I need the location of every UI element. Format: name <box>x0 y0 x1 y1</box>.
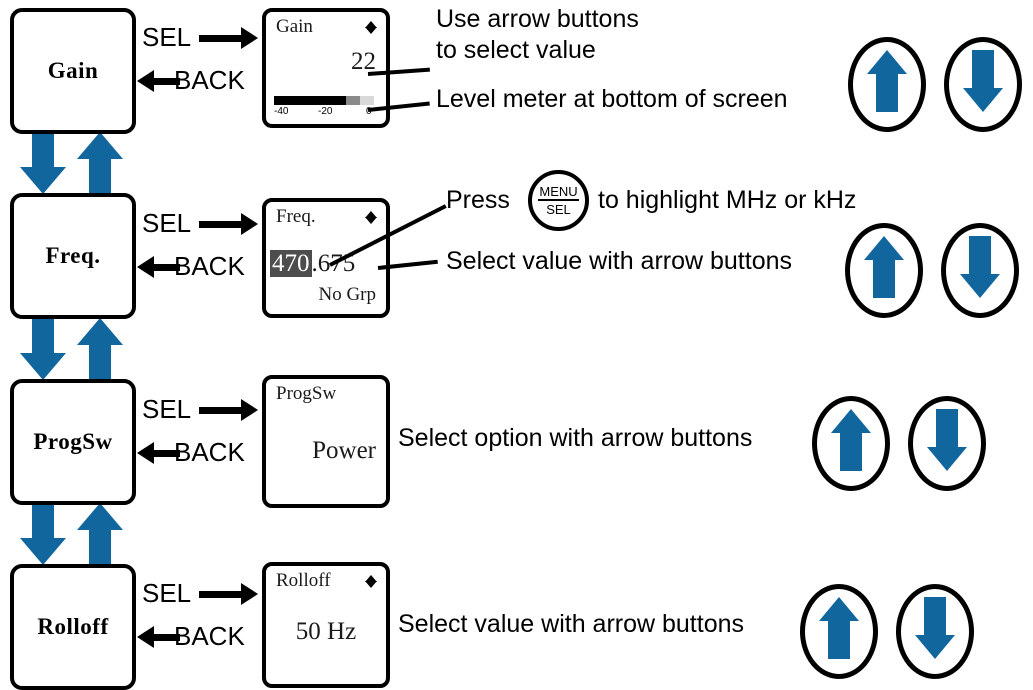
annotation-freq-menusel: Press <box>446 185 510 216</box>
screen-freq-value-highlighted: 470 <box>270 250 312 277</box>
screen-freq-header: Freq. <box>276 206 378 228</box>
level-meter: -40 -20 0 <box>274 96 374 120</box>
back-arrow-shaft-gain <box>154 78 180 85</box>
menu-item-rolloff[interactable]: Rolloff <box>10 564 136 690</box>
menu-item-gain[interactable]: Gain <box>10 8 136 134</box>
screen-freq-title: Freq. <box>276 206 316 227</box>
sel-arrow-head-rolloff <box>241 583 258 605</box>
annotation-freq-arrows-line1: Select value with arrow buttons <box>446 247 793 275</box>
screen-gain-header: Gain <box>276 16 378 38</box>
up-arrow-button-rolloff[interactable] <box>800 584 878 679</box>
annotation-rolloff-line1: Select value with arrow buttons <box>398 610 745 638</box>
up-arrow-button-progsw[interactable] <box>812 396 890 491</box>
level-meter-tick-1: -20 <box>318 106 333 117</box>
screen-rolloff: Rolloff 50 Hz <box>262 562 390 688</box>
annotation-gain-meter-line1: Level meter at bottom of screen <box>436 85 788 113</box>
menu-item-freq[interactable]: Freq. <box>10 193 136 319</box>
annotation-gain-arrows-line1: Use arrow buttons <box>436 5 639 33</box>
screen-progsw-title: ProgSw <box>276 383 337 404</box>
screen-gain-title: Gain <box>276 16 313 37</box>
menu-sel-button-line1: MENU <box>538 183 579 201</box>
screen-gain-value: 22 <box>351 48 376 75</box>
sel-arrow-head-gain <box>241 27 258 49</box>
transition-progsw: SEL BACK <box>137 394 260 474</box>
sel-arrow-shaft-freq <box>199 221 243 228</box>
back-arrow-shaft-rolloff <box>154 634 180 641</box>
screen-rolloff-value: 50 Hz <box>295 618 357 645</box>
annotation-gain-meter: Level meter at bottom of screen <box>436 84 788 115</box>
level-meter-scale: -40 -20 0 <box>274 106 374 120</box>
sel-arrow-shaft-gain <box>199 35 243 42</box>
transition-gain: SEL BACK <box>137 22 260 102</box>
back-arrow-head-gain <box>137 70 154 92</box>
annotation-progsw: Select option with arrow buttons <box>398 423 752 454</box>
menu-item-freq-label: Freq. <box>45 243 101 268</box>
screen-rolloff-header: Rolloff <box>276 570 378 592</box>
back-arrow-shaft-progsw <box>154 450 180 457</box>
back-arrow-head-rolloff <box>137 626 154 648</box>
screen-gain: Gain 22 -40 -20 0 <box>262 8 390 128</box>
screen-freq-value: 470.675 <box>270 250 386 278</box>
annotation-progsw-line1: Select option with arrow buttons <box>398 424 753 452</box>
back-label-progsw: BACK <box>174 437 245 467</box>
down-arrow-button-freq[interactable] <box>941 223 1019 318</box>
connector-arrow-up-freq-gain <box>77 132 123 194</box>
transition-freq: SEL BACK <box>137 208 260 288</box>
menu-item-rolloff-label: Rolloff <box>37 614 109 639</box>
back-arrow-head-progsw <box>137 442 154 464</box>
down-arrow-button-progsw[interactable] <box>908 396 986 491</box>
annotation-gain-arrows: Use arrow buttons to select value <box>436 4 639 67</box>
annotation-freq-press-suffix: to highlight MHz or kHz <box>598 185 856 216</box>
back-label-gain: BACK <box>174 65 245 95</box>
menu-item-gain-label: Gain <box>47 58 99 83</box>
back-arrow-head-freq <box>137 256 154 278</box>
screen-progsw-value: Power <box>312 437 376 464</box>
up-arrow-button-gain[interactable] <box>848 37 926 132</box>
connector-arrow-up-rolloff-progsw <box>77 503 123 565</box>
sel-label-progsw: SEL <box>142 394 192 424</box>
sel-arrow-shaft-progsw <box>199 407 243 414</box>
connector-arrow-down-gain-freq <box>20 132 66 194</box>
up-arrow-button-freq[interactable] <box>845 223 923 318</box>
menu-sel-button-line2: SEL <box>546 201 571 217</box>
screen-progsw: ProgSw Power <box>262 375 390 508</box>
level-meter-bar <box>274 96 374 105</box>
down-arrow-button-rolloff[interactable] <box>896 584 974 679</box>
menu-sel-button-icon[interactable]: MENU SEL <box>528 170 589 231</box>
annotation-gain-arrows-line2: to select value <box>436 36 596 65</box>
up-down-diamond-icon <box>365 210 378 224</box>
connector-arrow-up-progsw-freq <box>77 318 123 380</box>
transition-rolloff: SEL BACK <box>137 578 260 658</box>
sel-label-rolloff: SEL <box>142 578 192 608</box>
down-arrow-button-gain[interactable] <box>944 37 1022 132</box>
menu-item-progsw-label: ProgSw <box>33 429 113 454</box>
level-meter-fill <box>274 96 346 105</box>
back-arrow-shaft-freq <box>154 264 180 271</box>
up-down-diamond-icon <box>365 20 378 34</box>
screen-rolloff-title: Rolloff <box>276 570 331 591</box>
screen-progsw-header: ProgSw <box>276 383 378 405</box>
back-label-rolloff: BACK <box>174 621 245 651</box>
up-down-diamond-icon <box>365 574 378 588</box>
menu-item-progsw[interactable]: ProgSw <box>10 379 136 505</box>
connector-arrow-down-freq-progsw <box>20 318 66 380</box>
annotation-freq-press-prefix: Press <box>446 186 510 214</box>
sel-label-gain: SEL <box>142 22 192 52</box>
sel-arrow-head-progsw <box>241 399 258 421</box>
screen-freq-sub: No Grp <box>318 284 376 305</box>
annotation-freq-press-suffix-text: to highlight MHz or kHz <box>598 186 857 214</box>
level-meter-tick-0: -40 <box>274 106 289 117</box>
sel-label-freq: SEL <box>142 208 192 238</box>
back-label-freq: BACK <box>174 251 245 281</box>
connector-arrow-down-progsw-rolloff <box>20 503 66 565</box>
sel-arrow-shaft-rolloff <box>199 591 243 598</box>
level-meter-peak <box>346 96 360 105</box>
screen-freq: Freq. 470.675 No Grp <box>262 198 390 318</box>
annotation-rolloff: Select value with arrow buttons <box>398 609 744 640</box>
sel-arrow-head-freq <box>241 213 258 235</box>
annotation-freq-arrows: Select value with arrow buttons <box>446 246 792 277</box>
